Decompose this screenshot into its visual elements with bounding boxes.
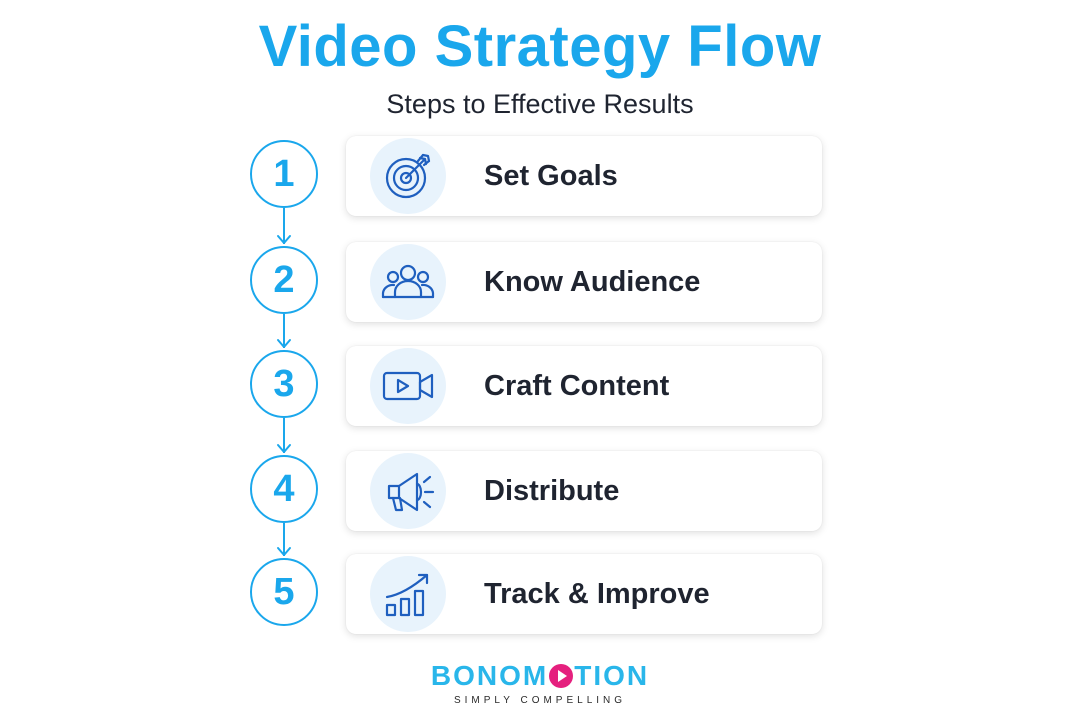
arrow-down-icon <box>277 444 291 453</box>
step-label: Track & Improve <box>484 577 710 610</box>
step-label: Craft Content <box>484 369 670 402</box>
arrow-down-icon <box>277 235 291 244</box>
arrow-down-icon <box>277 547 291 556</box>
brand-name-part1: BONOM <box>430 660 549 691</box>
step-card-craft-content: Craft Content <box>346 346 822 426</box>
step-5: 5 Track & Improve <box>0 554 1080 642</box>
step-3: 3 Craft Content <box>0 346 1080 434</box>
brand-name-part2: TION <box>574 660 650 691</box>
video-camera-icon <box>370 348 446 424</box>
step-4: 4 Distribute <box>0 451 1080 539</box>
step-card-distribute: Distribute <box>346 451 822 531</box>
brand-name: BONOM TION <box>431 660 649 692</box>
target-icon <box>370 138 446 214</box>
step-card-set-goals: Set Goals <box>346 136 822 216</box>
step-card-know-audience: Know Audience <box>346 242 822 322</box>
arrow-down-icon <box>277 339 291 348</box>
step-label: Set Goals <box>484 159 618 192</box>
brand-tagline: SIMPLY COMPELLING <box>453 695 627 706</box>
brand-logo: BONOM TION SIMPLY COMPELLING <box>0 660 1080 708</box>
step-number-1: 1 <box>250 140 318 208</box>
step-label: Distribute <box>484 474 620 507</box>
page-title: Video Strategy Flow <box>258 14 822 79</box>
step-1: 1 Set Goals <box>0 136 1080 224</box>
megaphone-icon <box>370 453 446 529</box>
step-number-3: 3 <box>250 350 318 418</box>
step-2: 2 Know Audience <box>0 242 1080 330</box>
people-icon <box>370 244 446 320</box>
step-label: Know Audience <box>484 265 701 298</box>
growth-chart-icon <box>370 556 446 632</box>
step-number-2: 2 <box>250 246 318 314</box>
step-number-4: 4 <box>250 455 318 523</box>
step-number-5: 5 <box>250 558 318 626</box>
page-subtitle: Steps to Effective Results <box>386 89 694 119</box>
play-icon <box>549 664 574 688</box>
step-card-track-improve: Track & Improve <box>346 554 822 634</box>
